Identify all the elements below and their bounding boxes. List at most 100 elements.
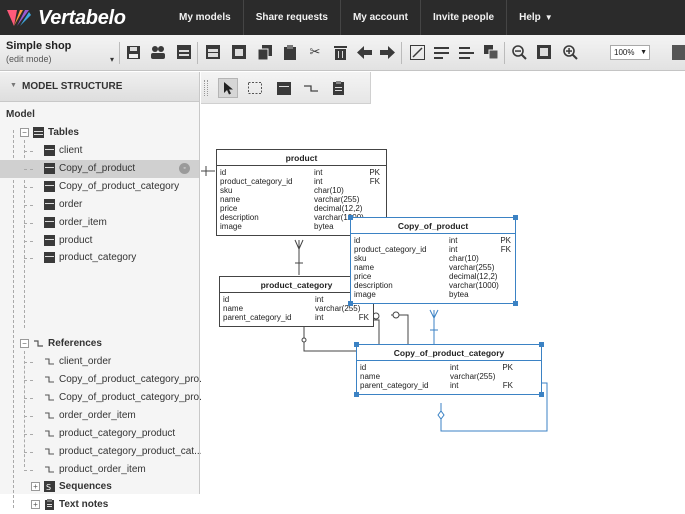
sidebar-table-order_item[interactable]: order_item xyxy=(0,214,199,232)
table-icon xyxy=(44,234,55,246)
save-icon[interactable] xyxy=(124,43,142,61)
add-view-icon[interactable] xyxy=(230,43,248,61)
model-structure-header[interactable]: ▼ MODEL STRUCTURE xyxy=(0,72,199,102)
zoom-value: 100% xyxy=(614,48,635,57)
resize-handle[interactable] xyxy=(348,215,353,220)
tree-connector xyxy=(24,204,33,206)
zoom-out-icon[interactable] xyxy=(510,43,528,61)
column-name: description xyxy=(220,213,259,222)
sidebar-table-copy_of_product[interactable]: Copy_of_product◦ xyxy=(0,159,199,178)
expand-icon[interactable]: + xyxy=(31,482,40,491)
sidebar-reference-item[interactable]: product_category_product_cat... xyxy=(0,443,202,461)
tree-group-tables[interactable]: − Tables xyxy=(0,124,199,142)
resize-handle[interactable] xyxy=(354,342,359,347)
table-name-label: product xyxy=(59,234,93,246)
column-key: PK xyxy=(502,363,513,372)
sidebar-table-product[interactable]: product xyxy=(0,232,199,250)
resize-handle[interactable] xyxy=(348,301,353,306)
select-pointer-icon[interactable] xyxy=(218,78,238,98)
resize-handle[interactable] xyxy=(513,215,518,220)
paste-icon[interactable] xyxy=(281,43,299,61)
sidebar-table-client[interactable]: client xyxy=(0,142,199,160)
expand-icon[interactable]: + xyxy=(31,500,40,509)
nav-my-account[interactable]: My account xyxy=(341,0,421,35)
copy-icon[interactable] xyxy=(256,43,274,61)
redo-icon[interactable] xyxy=(378,43,396,61)
overflow-toolbar-icon[interactable] xyxy=(672,45,685,60)
add-note-tool-icon[interactable] xyxy=(328,78,348,98)
sidebar-reference-item[interactable]: product_category_product xyxy=(0,425,199,443)
options-icon[interactable]: ◦ xyxy=(179,162,190,174)
tree-group-references[interactable]: − References xyxy=(0,335,199,353)
nav-my-models[interactable]: My models xyxy=(167,0,244,35)
zoom-select[interactable]: 100% ▼ xyxy=(610,45,650,60)
table-icon xyxy=(44,162,55,174)
resize-handle[interactable] xyxy=(513,301,518,306)
document-menu-caret-icon[interactable]: ▾ xyxy=(110,55,115,64)
collapse-caret-icon[interactable]: ▼ xyxy=(10,82,17,89)
column-type: decimal(12,2) xyxy=(314,204,363,213)
marquee-select-icon[interactable] xyxy=(245,78,265,98)
sidebar-reference-item[interactable]: Copy_of_product_category_pro... xyxy=(0,371,207,389)
column-key: PK xyxy=(500,236,511,245)
sidebar-table-order[interactable]: order xyxy=(0,196,199,214)
resize-handle[interactable] xyxy=(539,342,544,347)
sidebar-table-product_category[interactable]: product_category xyxy=(0,249,199,267)
add-table-icon[interactable] xyxy=(204,43,222,61)
collapse-icon[interactable]: − xyxy=(20,339,29,348)
tree-group-sequences[interactable]: + S Sequences xyxy=(0,478,199,496)
tree-root-model[interactable]: Model xyxy=(6,109,35,120)
sidebar-reference-item[interactable]: Copy_of_product_category_pro... xyxy=(0,389,207,407)
cut-icon[interactable]: ✂ xyxy=(309,44,321,59)
palette-grip-handle[interactable] xyxy=(204,80,208,96)
share-users-icon[interactable] xyxy=(149,43,167,61)
zoom-in-icon[interactable] xyxy=(561,43,579,61)
add-reference-tool-icon[interactable] xyxy=(301,78,321,98)
document-title[interactable]: Simple shop xyxy=(6,40,72,52)
resize-handle[interactable] xyxy=(354,392,359,397)
collapse-icon[interactable]: − xyxy=(20,128,29,137)
edit-shape-icon[interactable] xyxy=(408,43,426,61)
delete-icon[interactable] xyxy=(331,43,349,61)
distribute-icon[interactable] xyxy=(457,43,475,61)
nav-help[interactable]: Help▼ xyxy=(507,0,565,35)
layers-icon[interactable] xyxy=(482,43,500,61)
sidebar-reference-item[interactable]: client_order xyxy=(0,353,199,371)
table-properties-icon[interactable] xyxy=(175,43,193,61)
sidebar-reference-item[interactable]: order_order_item xyxy=(0,407,199,425)
sidebar-reference-item[interactable]: product_order_item xyxy=(0,461,199,479)
zoom-fit-icon[interactable] xyxy=(535,43,553,61)
add-table-tool-icon[interactable] xyxy=(274,78,294,98)
nav-invite-people[interactable]: Invite people xyxy=(421,0,508,35)
align-icon[interactable] xyxy=(432,43,450,61)
resize-handle[interactable] xyxy=(539,392,544,397)
undo-icon[interactable] xyxy=(355,43,373,61)
reference-line[interactable] xyxy=(391,314,409,344)
tree-group-text-notes[interactable]: + Text notes xyxy=(0,496,199,514)
sidebar-table-copy_of_product_category[interactable]: Copy_of_product_category xyxy=(0,178,199,196)
nav-share-requests[interactable]: Share requests xyxy=(244,0,341,35)
app-logo[interactable]: Vertabelo xyxy=(6,6,126,30)
